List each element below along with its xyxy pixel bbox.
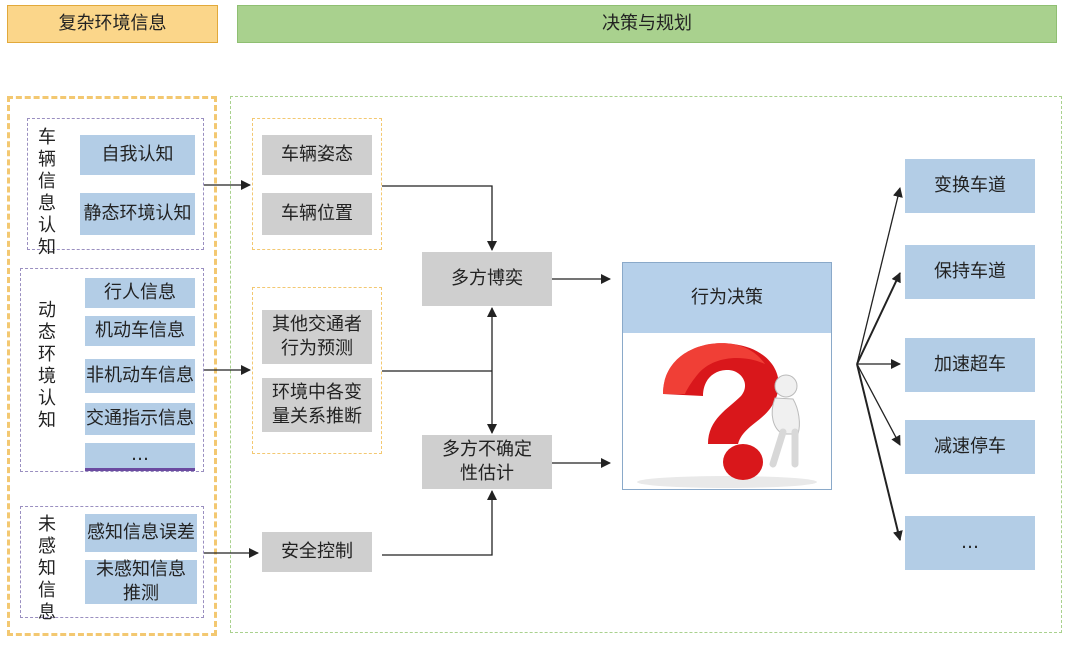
motor-vehicle-info-box: 机动车信息 (85, 316, 195, 346)
vehicle-position-box: 车辆位置 (262, 193, 372, 235)
non-motor-vehicle-info-box: 非机动车信息 (85, 359, 195, 393)
header-complex-env: 复杂环境信息 (7, 5, 218, 43)
vehicle-info-label: 车辆信息认知 (38, 127, 56, 258)
dynamic-more-box: … (85, 443, 195, 471)
dynamic-env-frame (20, 268, 204, 472)
uncertainty-estimation-box: 多方不确定性估计 (422, 435, 552, 489)
self-cognition-box: 自我认知 (80, 135, 195, 175)
header-decision-planning: 决策与规划 (237, 5, 1057, 43)
keep-lane-box: 保持车道 (905, 245, 1035, 299)
vehicle-attitude-box: 车辆姿态 (262, 135, 372, 175)
behavior-decision-title: 行为决策 (623, 263, 831, 333)
decelerate-stop-box: 减速停车 (905, 420, 1035, 474)
accelerate-overtake-box: 加速超车 (905, 338, 1035, 392)
change-lane-box: 变换车道 (905, 159, 1035, 213)
multi-party-game-box: 多方博奕 (422, 252, 552, 306)
unperceived-frame (20, 506, 204, 618)
actions-more-box: … (905, 516, 1035, 570)
env-variable-inference-box: 环境中各变量关系推断 (262, 378, 372, 432)
left-outer-frame (7, 96, 217, 636)
perception-error-box: 感知信息误差 (85, 514, 197, 552)
dynamic-env-label: 动态环境认知 (38, 300, 56, 431)
traffic-sign-info-box: 交通指示信息 (85, 403, 195, 435)
vehicle-info-frame (27, 118, 204, 250)
vehicle-state-frame (252, 118, 382, 250)
prediction-frame (252, 287, 382, 454)
pedestrian-info-box: 行人信息 (85, 278, 195, 308)
static-env-cognition-box: 静态环境认知 (80, 193, 195, 235)
right-outer-frame (230, 96, 1062, 633)
unperceived-inference-box: 未感知信息推测 (85, 559, 197, 604)
other-traffic-prediction-box: 其他交通者行为预测 (262, 310, 372, 364)
question-mark-thinker-icon (623, 334, 831, 489)
unperceived-label: 未感知信息 (38, 514, 56, 623)
safety-control-box: 安全控制 (262, 532, 372, 572)
